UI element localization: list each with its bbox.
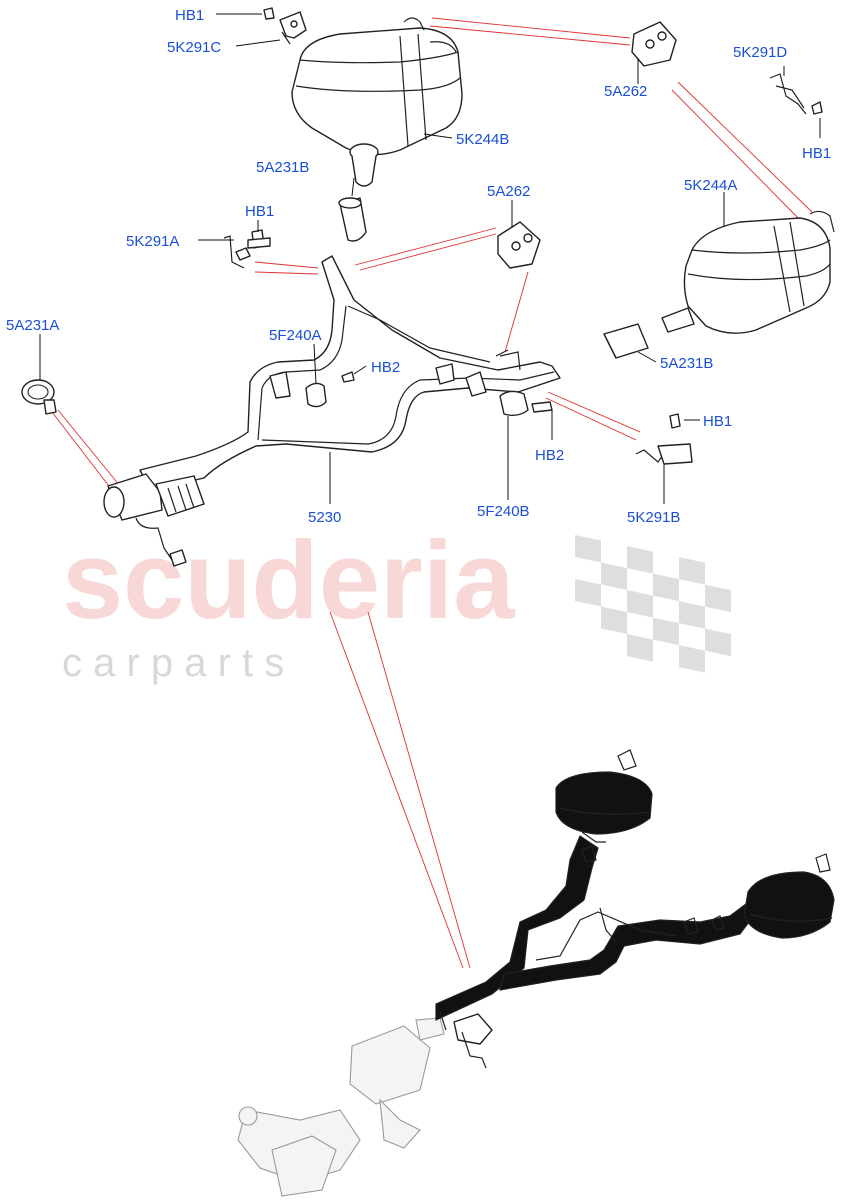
rear-muffler-left	[291, 17, 463, 187]
label-5230: 5230	[308, 509, 341, 526]
label-hb1-lower: HB1	[703, 413, 732, 430]
hanger-5k291d	[769, 73, 823, 115]
checkered-flag-icon	[575, 535, 731, 673]
rubber-isolator-5f240a	[305, 371, 355, 408]
watermark: scuderia c a r p a r t s	[62, 519, 731, 685]
label-5f240b: 5F240B	[477, 503, 530, 520]
label-5k291c: 5K291C	[167, 39, 221, 56]
label-5k291a: 5K291A	[126, 233, 179, 250]
label-hb1-right: HB1	[802, 145, 831, 162]
label-5k291d: 5K291D	[733, 44, 787, 61]
rubber-mount-5a262-top	[631, 21, 677, 67]
label-5k244b: 5K244B	[456, 131, 509, 148]
label-hb1-top: HB1	[175, 7, 204, 24]
rubber-mount-5a262-mid	[497, 221, 541, 269]
label-5a231a: 5A231A	[6, 317, 59, 334]
callout-labels: HB1 5K291C 5A262 5K291D HB1 5K244B 5A231…	[6, 7, 831, 526]
rear-muffler-right	[661, 210, 835, 334]
label-5k291b: 5K291B	[627, 509, 680, 526]
label-5a262-mid: 5A262	[487, 183, 530, 200]
label-5f240a: 5F240A	[269, 327, 322, 344]
hanger-5k291a	[223, 229, 271, 269]
clamp-5a231a	[21, 379, 57, 415]
watermark-brand: scuderia	[62, 519, 515, 642]
watermark-tagline: c a r p a r t s	[62, 641, 284, 685]
rubber-isolator-5f240b	[499, 390, 553, 417]
leader-lines	[39, 13, 821, 504]
pipe-5a231b-upper	[338, 197, 367, 242]
label-hb1-mid: HB1	[245, 203, 274, 220]
hanger-5k291b	[635, 413, 693, 465]
label-hb2-right: HB2	[535, 447, 564, 464]
label-5a231b-lower: 5A231B	[660, 355, 713, 372]
label-5a262-top: 5A262	[604, 83, 647, 100]
system-overview-illustration	[237, 749, 835, 1197]
label-5a231b-upper: 5A231B	[256, 159, 309, 176]
hanger-5k291c	[263, 7, 307, 45]
reference-lines	[51, 17, 813, 969]
pipe-5a231b-lower	[603, 323, 649, 359]
label-5k244a: 5K244A	[684, 177, 737, 194]
label-hb2-left: HB2	[371, 359, 400, 376]
